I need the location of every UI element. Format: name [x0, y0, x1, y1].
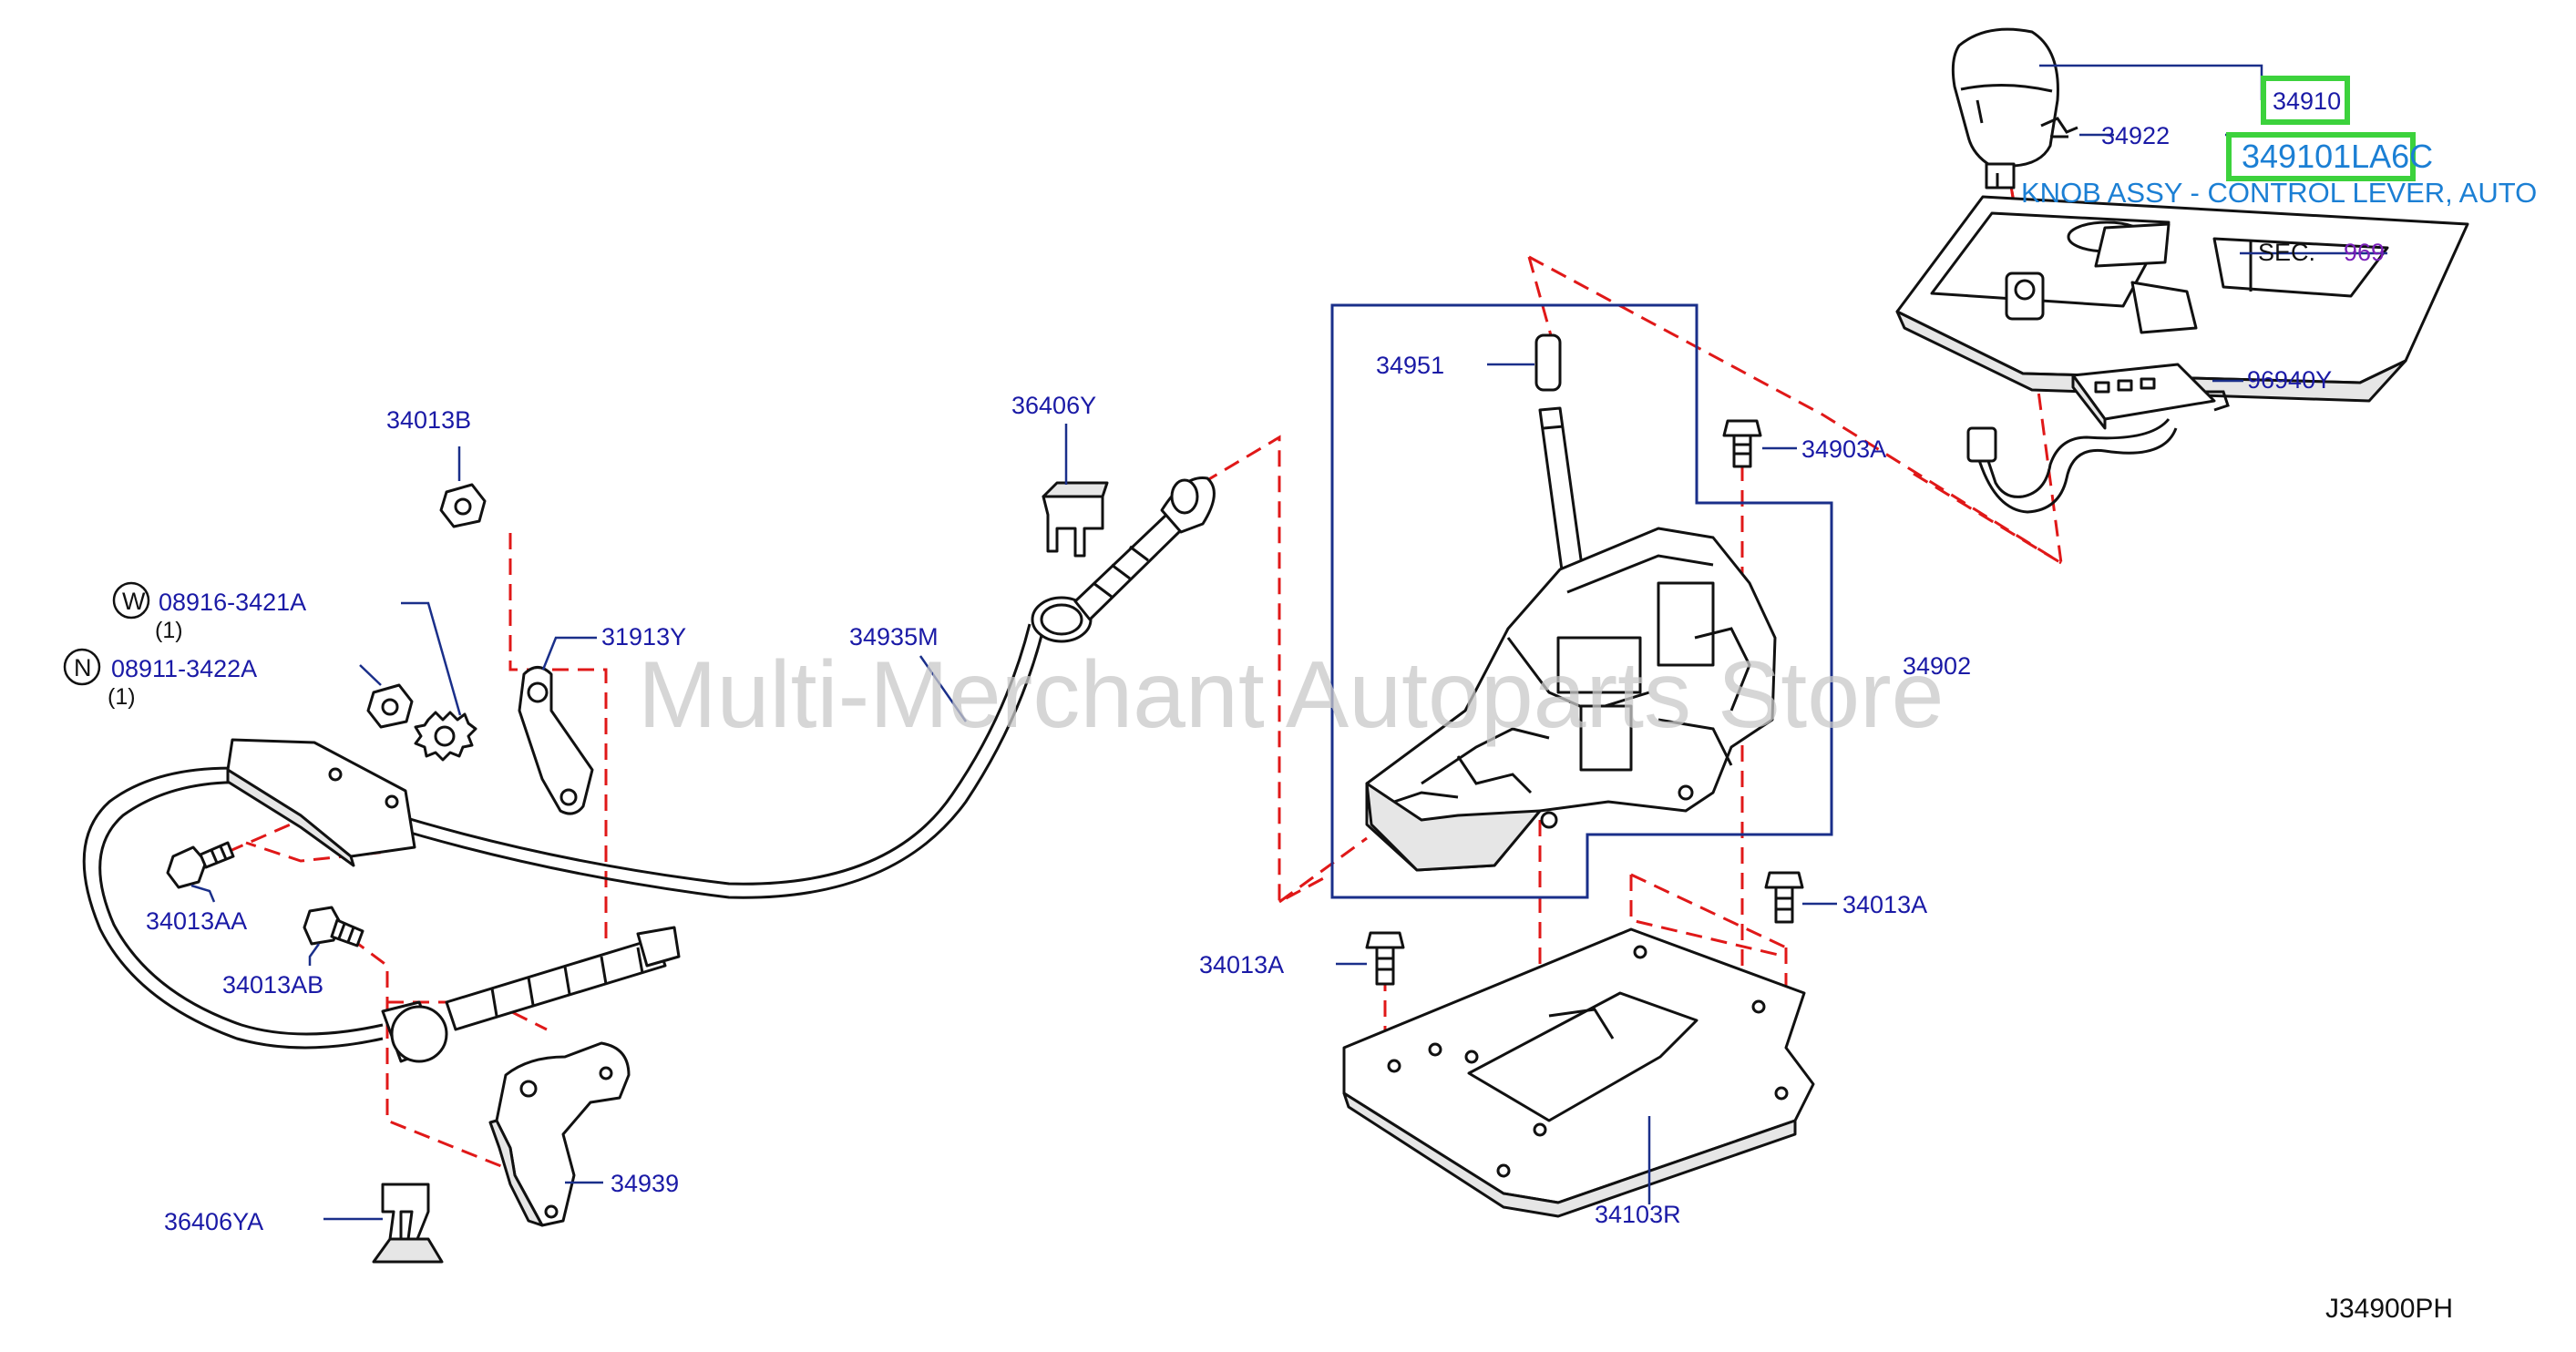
bracket-34939[interactable]: [488, 1041, 631, 1227]
callout-96940y[interactable]: 96940Y: [2247, 366, 2332, 394]
callout-34903a[interactable]: 34903A: [1801, 435, 1886, 463]
callout-labels: 34910 349101LA6C KNOB ASSY - CONTROL LEV…: [63, 76, 2537, 1324]
shift-knob[interactable]: [1951, 27, 2059, 189]
nut-34013b[interactable]: [439, 483, 487, 528]
shifter-assembly-outline: [1330, 303, 1833, 899]
selected-part-number[interactable]: 349101LA6C: [2242, 138, 2433, 175]
qty-08911: (1): [108, 684, 136, 710]
bolt-34013a-right[interactable]: [1764, 871, 1804, 924]
callout-34939[interactable]: 34939: [611, 1170, 679, 1197]
knob-clip[interactable]: [2040, 117, 2078, 138]
lever-31913y[interactable]: [518, 666, 594, 815]
diagram-code: J34900PH: [2325, 1294, 2453, 1324]
callout-36406y[interactable]: 36406Y: [1011, 392, 1096, 419]
bolt-34903a[interactable]: [1722, 419, 1762, 468]
bolt-34013ab[interactable]: [303, 906, 364, 947]
indicator-harness[interactable]: [1966, 363, 2230, 514]
console-finisher[interactable]: [1895, 195, 2469, 403]
callout-08911-3422a[interactable]: 08911-3422A: [111, 655, 257, 682]
shifter-housing[interactable]: [1365, 333, 1777, 872]
callout-34013ab[interactable]: 34013AB: [222, 971, 323, 999]
bolt-34013aa[interactable]: [166, 841, 235, 889]
callout-34103r[interactable]: 34103R: [1595, 1201, 1681, 1228]
base-bracket[interactable]: [1342, 927, 1815, 1218]
callout-34910[interactable]: 34910: [2273, 87, 2341, 115]
watermark: Multi-Merchant Autoparts Store: [638, 642, 1945, 748]
callout-08916-3421a[interactable]: 08916-3421A: [159, 589, 306, 616]
callout-34013aa[interactable]: 34013AA: [146, 907, 247, 935]
callout-34935m[interactable]: 34935M: [849, 623, 939, 650]
section-number[interactable]: 969: [2344, 239, 2385, 266]
symbol-circle-n: [63, 648, 101, 686]
retainer-36406y[interactable]: [1042, 481, 1109, 558]
callout-34013a-left[interactable]: 34013A: [1199, 951, 1284, 978]
callout-36406ya[interactable]: 36406YA: [164, 1208, 263, 1235]
callout-31913y[interactable]: 31913Y: [601, 623, 686, 650]
bolt-34013a-left[interactable]: [1365, 931, 1405, 986]
callout-34922[interactable]: 34922: [2101, 122, 2170, 149]
nut-08911[interactable]: [366, 683, 414, 729]
callout-34013b[interactable]: 34013B: [386, 406, 471, 434]
section-prefix: SEC.: [2258, 239, 2315, 266]
washer-08916[interactable]: [414, 711, 477, 762]
control-cable[interactable]: [82, 476, 1216, 1063]
symbol-circle-w: [112, 581, 150, 620]
retainer-36406ya[interactable]: [372, 1183, 444, 1264]
symbol-n: N: [74, 654, 92, 681]
symbol-w: W: [122, 588, 146, 615]
callout-34951[interactable]: 34951: [1376, 352, 1444, 379]
highlight-box-part-number: [2226, 132, 2416, 181]
highlight-box-ref: [2261, 76, 2350, 125]
qty-08916: (1): [155, 618, 183, 643]
callout-34013a-right[interactable]: 34013A: [1842, 891, 1927, 918]
callout-34902[interactable]: 34902: [1903, 652, 1971, 680]
selected-part-description: KNOB ASSY - CONTROL LEVER, AUTO: [2021, 177, 2537, 209]
